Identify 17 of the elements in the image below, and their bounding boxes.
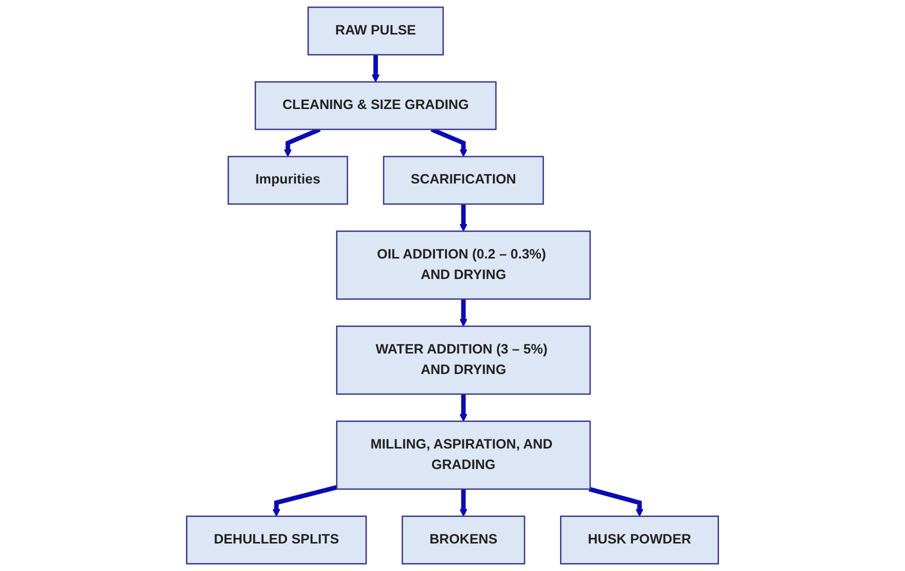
node-box: RAW PULSE bbox=[307, 6, 444, 56]
node-box: HUSK POWDER bbox=[560, 516, 719, 564]
arrow bbox=[459, 489, 468, 517]
node-box: DEHULLED SPLITS bbox=[186, 516, 367, 564]
arrow bbox=[372, 54, 380, 82]
node-box: BROKENS bbox=[402, 516, 526, 564]
arrow bbox=[459, 299, 468, 327]
node-box: MILLING, ASPIRATION, AND GRADING bbox=[336, 420, 591, 490]
arrow bbox=[459, 394, 468, 422]
arrow bbox=[588, 486, 644, 517]
arrow bbox=[459, 204, 468, 232]
arrow bbox=[272, 485, 338, 517]
node-box: WATER ADDITION (3 – 5%) AND DRYING bbox=[336, 326, 591, 395]
node-box: OIL ADDITION (0.2 – 0.3%) AND DRYING bbox=[336, 230, 591, 300]
node-box: CLEANING & SIZE GRADING bbox=[254, 81, 497, 130]
node-box: Impurities bbox=[228, 156, 348, 205]
node-box: SCARIFICATION bbox=[382, 156, 544, 205]
